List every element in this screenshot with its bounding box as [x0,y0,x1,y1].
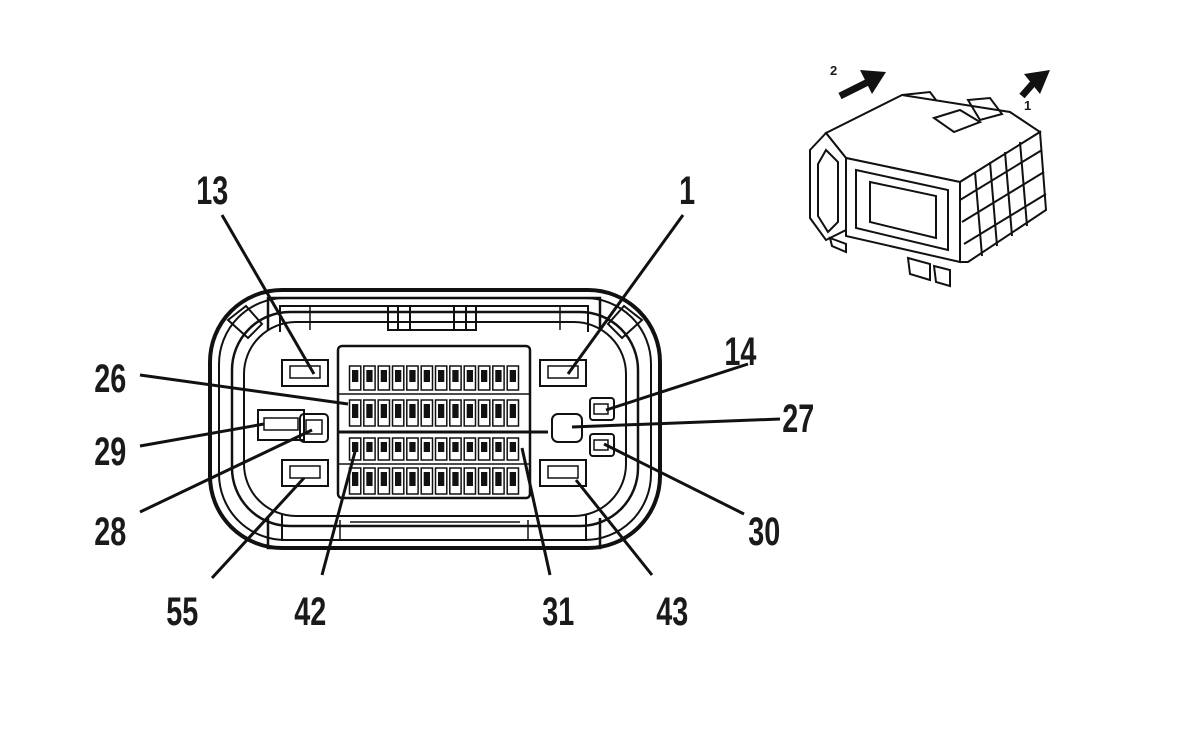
pin-contact [380,442,387,452]
pin-contact [380,370,387,382]
arrow-label-1: 1 [1024,98,1031,113]
pin-contact [481,472,488,486]
pin-contact [366,472,373,486]
pin-contact [423,472,430,486]
pin-label-14: 14 [724,329,757,374]
pin-rows [348,365,520,495]
pin-contact [495,370,502,382]
pin-contact [495,404,502,418]
pin-contact [380,472,387,486]
pin-label-13: 13 [196,168,228,213]
connector-isometric-view: 2 1 [809,63,1050,288]
pin-contact [481,442,488,452]
pin-contact [423,370,430,382]
pin-contact [509,472,516,486]
pin-contact [438,442,445,452]
pin-contact [438,472,445,486]
pin-contact [452,370,459,382]
connector-face [208,288,662,550]
pin-contact [509,442,516,452]
pin-label-30: 30 [748,509,780,554]
pin-contact [466,370,473,382]
pin-label-27: 27 [782,396,814,441]
pin-contact [352,472,359,486]
pin-contact [395,442,402,452]
pin-label-31: 31 [542,589,574,634]
pin-contact [495,472,502,486]
pin-contact [423,442,430,452]
pin-contact [366,370,373,382]
arrow-2-icon [838,70,886,100]
pin-contact [423,404,430,418]
pin-contact [452,404,459,418]
pin-contact [409,370,416,382]
pin-label-43: 43 [656,589,688,634]
pin-contact [366,404,373,418]
pin-label-29: 29 [94,429,126,474]
pin-label-28: 28 [94,509,126,554]
pin-contact [481,404,488,418]
pin-contact [395,370,402,382]
pin-contact [395,472,402,486]
pin-contact [409,472,416,486]
pin-contact [438,370,445,382]
pin-contact [409,442,416,452]
pin-contact [466,472,473,486]
pin-contact [495,442,502,452]
pin-labels: 13 1 26 14 27 29 28 30 55 42 31 43 [94,168,814,634]
leader-lines [139,214,781,580]
pin-contact [352,442,359,452]
arrow-1-icon [1019,70,1050,99]
pin-contact [509,404,516,418]
pin-contact [481,370,488,382]
pin-contact [352,370,359,382]
pin-label-42: 42 [294,589,326,634]
pin-contact [466,442,473,452]
pin-contact [352,404,359,418]
pin-contact [452,472,459,486]
pin-label-1: 1 [679,168,695,213]
pin-label-26: 26 [94,356,126,401]
pin-contact [466,404,473,418]
pin-contact [438,404,445,418]
pin-contact [509,370,516,382]
pin-contact [380,404,387,418]
pin-label-55: 55 [166,589,198,634]
pin-contact [366,442,373,452]
pin-contact [395,404,402,418]
arrow-label-2: 2 [830,63,837,78]
pin-contact [452,442,459,452]
pin-contact [409,404,416,418]
